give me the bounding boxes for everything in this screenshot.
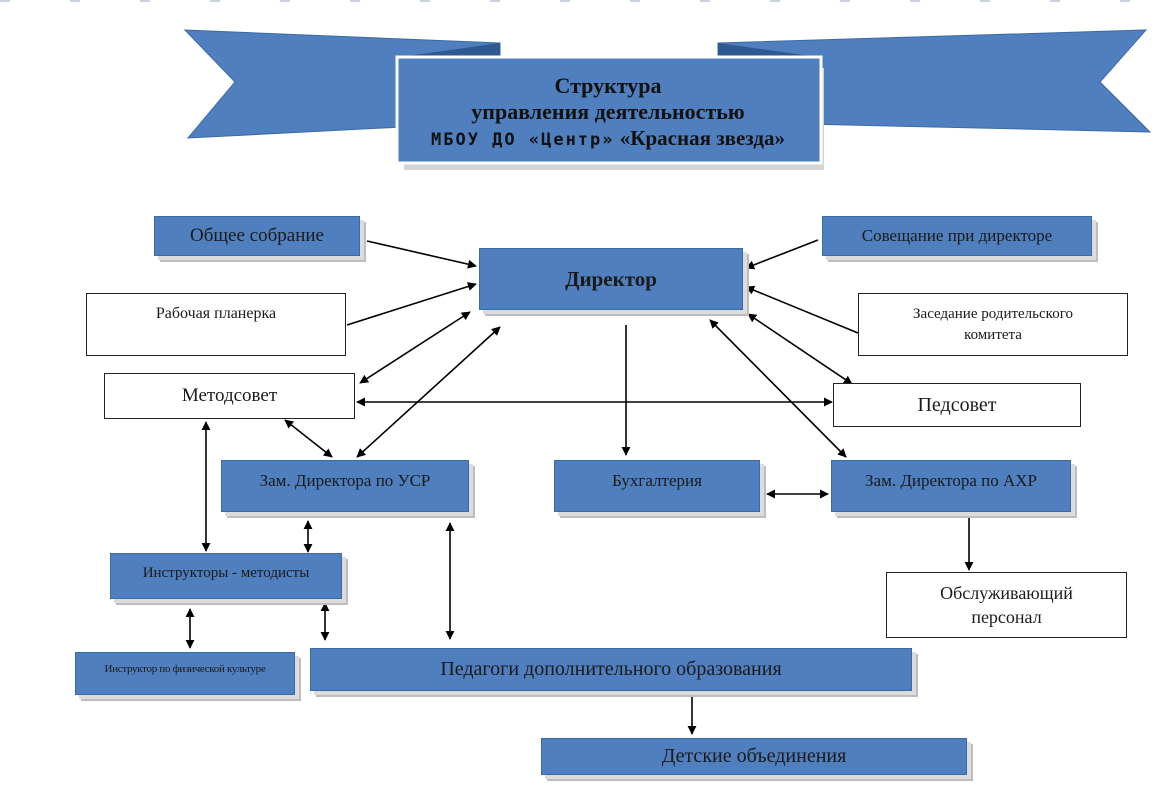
arrow-director-deputy-ahr (709, 319, 847, 458)
ribbon-right-tail (717, 29, 1152, 133)
arrow-method-council-deputy-usr (284, 419, 333, 458)
arrow-parents-committee-to-director (745, 285, 859, 334)
node-director: Директор (479, 248, 743, 310)
title-line-3: МБОУ ДО «Центр» «Красная звезда» (431, 126, 785, 151)
node-deputy-ahr: Зам. Директора по АХР (831, 460, 1071, 512)
arrow-director-method-council (359, 311, 471, 384)
title-ribbon (183, 29, 1152, 170)
node-method-council: Методсовет (104, 373, 355, 419)
node-children: Детские объединения (541, 738, 967, 775)
node-parents-committee: Заседание родительского комитета (858, 293, 1128, 356)
node-service-staff: Обслуживающий персонал (886, 572, 1127, 638)
arrow-director-meeting-to-director (745, 239, 819, 270)
ribbon-center (395, 55, 823, 165)
diagram-title: Структура управления деятельностью МБОУ … (400, 62, 816, 162)
arrow-director-deputy-usr (356, 326, 501, 458)
title-line-2: управления деятельностью (471, 99, 745, 125)
node-director-meeting: Совещание при директоре (822, 216, 1092, 256)
node-general-meeting: Общее собрание (154, 216, 360, 256)
arrow-planning-to-director (346, 282, 477, 326)
title-line-1: Структура (554, 73, 662, 99)
node-pe-instructor: Инструктор по физической культуре (75, 652, 295, 695)
node-instructors: Инструкторы - методисты (110, 553, 342, 599)
top-ruler-line (0, 0, 1176, 2)
connector-arrows (185, 239, 974, 735)
title-org-prefix: МБОУ ДО «Центр» (430, 129, 615, 150)
node-deputy-usr: Зам. Директора по УСР (221, 460, 469, 512)
node-teachers: Педагоги дополнительного образования (310, 648, 912, 691)
node-ped-council: Педсовет (833, 383, 1081, 427)
node-planning: Рабочая планерка (86, 293, 346, 356)
node-accounting: Бухгалтерия (554, 460, 760, 512)
title-org-name: «Красная звезда» (614, 125, 785, 150)
arrow-general-meeting-to-director (366, 240, 477, 269)
